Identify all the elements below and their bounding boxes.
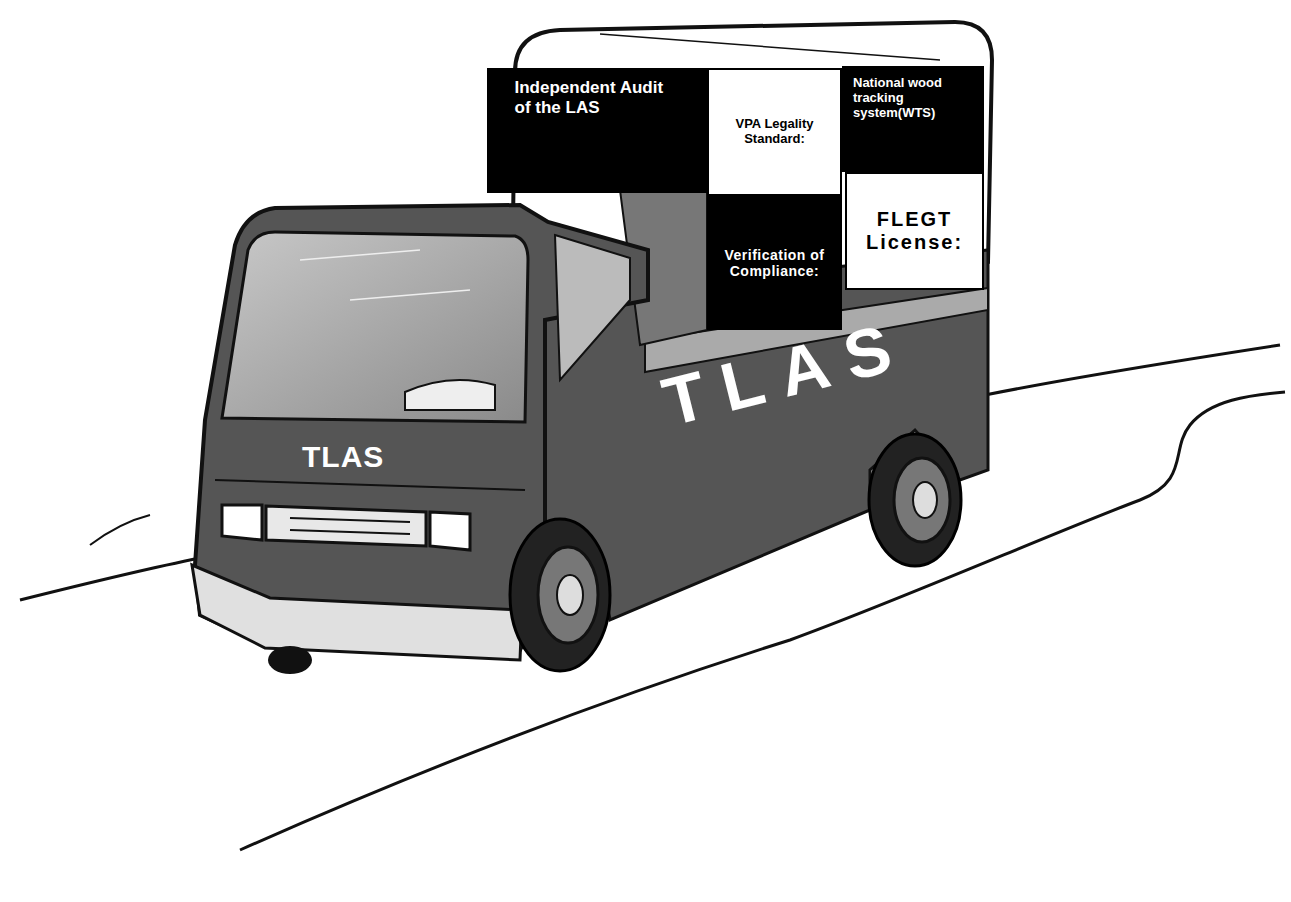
headlight (430, 512, 470, 550)
wheel-hub (894, 458, 950, 542)
wheel-hub (913, 482, 937, 518)
headlight (222, 505, 262, 540)
grille-line (290, 518, 410, 534)
panel-text: Verification of Compliance: (717, 247, 832, 279)
front-wheel (510, 519, 610, 671)
panel-text: National wood tracking system(WTS) (853, 76, 973, 121)
legend-panel: VPA Legality Standard: (707, 68, 842, 196)
grille (266, 506, 426, 546)
road-edge (20, 558, 200, 600)
glass-reflection (300, 250, 470, 300)
panel-text: VPA Legality Standard: (717, 117, 832, 147)
wheel-hub (538, 547, 598, 643)
legend-panel: National wood tracking system(WTS) (842, 66, 984, 172)
legend-panel: Independent Audit of the LAS (487, 68, 707, 193)
panel-text: FLEGT License: (855, 208, 974, 254)
wheel-hub (557, 575, 583, 615)
steering-wheel (405, 380, 495, 410)
truck-cab (195, 205, 648, 650)
legend-panel: FLEGT License: (845, 172, 984, 290)
cargo-line (600, 34, 940, 60)
panel-text: Independent Audit of the LAS (515, 78, 680, 117)
legend-panel: Verification of Compliance: (707, 196, 842, 330)
road-edge (985, 345, 1280, 395)
road-edge (90, 515, 150, 545)
cab-line (215, 480, 525, 490)
rear-wheel (869, 434, 961, 566)
windshield (222, 232, 528, 422)
side-window (555, 235, 630, 380)
front-wheel-shadow (268, 646, 312, 674)
truck-lettering: TLAS (302, 440, 384, 474)
bumper (192, 565, 522, 660)
